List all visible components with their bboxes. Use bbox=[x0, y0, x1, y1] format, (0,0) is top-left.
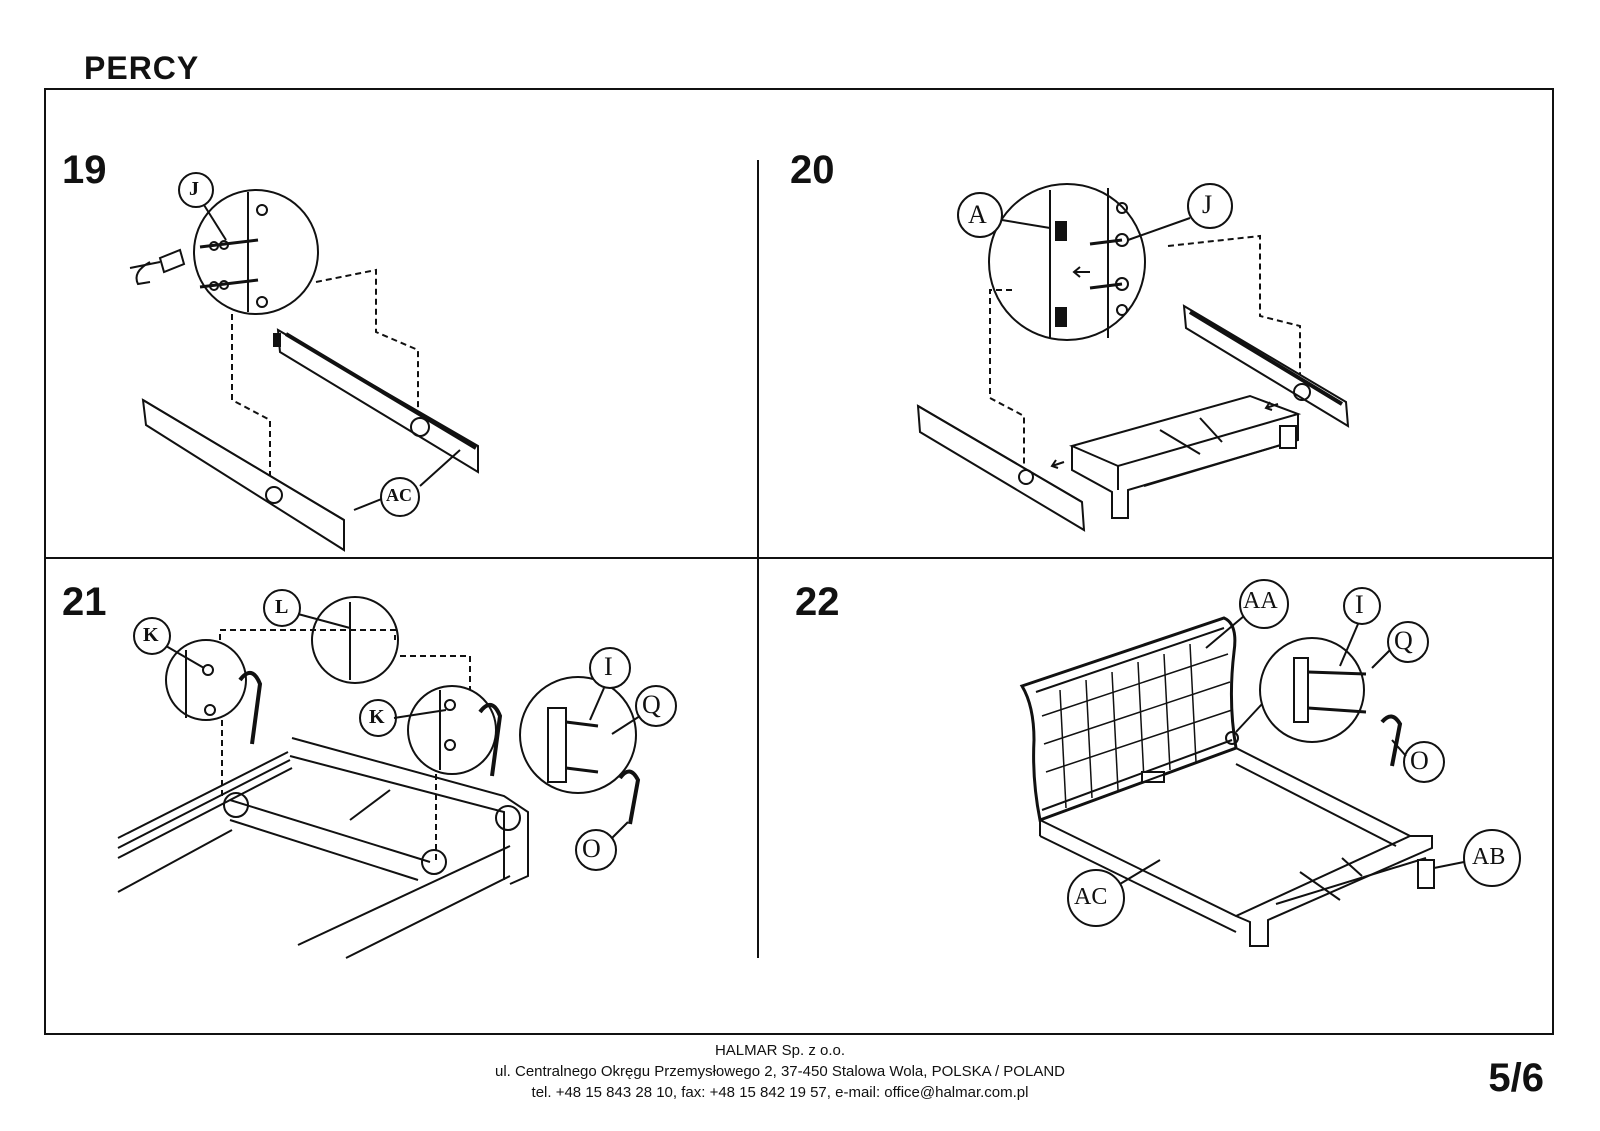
callout-label: AC bbox=[1074, 884, 1108, 910]
step-number-22: 22 bbox=[795, 580, 840, 624]
step-22-illustration bbox=[1019, 579, 1521, 947]
callout-label: O bbox=[582, 834, 601, 863]
document-title: PERCY bbox=[84, 50, 200, 86]
callout-label: AA bbox=[1243, 588, 1278, 614]
callout-label: O bbox=[1410, 746, 1429, 775]
hex-key-icon bbox=[1380, 714, 1403, 767]
panel-divider-horizontal bbox=[44, 557, 1554, 559]
callout-label: K bbox=[143, 624, 159, 646]
callout-label: A bbox=[968, 200, 987, 229]
step-number-20: 20 bbox=[790, 148, 835, 192]
detail-magnifier bbox=[1259, 637, 1365, 743]
step-number-21: 21 bbox=[62, 580, 107, 624]
hex-key-icon bbox=[618, 769, 641, 825]
detail-magnifier bbox=[165, 639, 247, 721]
panel-divider-vertical bbox=[757, 160, 759, 958]
step-number-19: 19 bbox=[62, 148, 107, 192]
step-20-illustration bbox=[916, 183, 1350, 532]
detail-magnifier bbox=[193, 189, 319, 315]
bolt-icon bbox=[199, 238, 259, 291]
callout-label: J bbox=[189, 178, 199, 200]
step-19-illustration bbox=[129, 172, 479, 552]
detail-magnifier bbox=[988, 183, 1146, 341]
page-number: 5/6 bbox=[1488, 1056, 1544, 1100]
hex-key-icon bbox=[238, 671, 263, 745]
footer-company: HALMAR Sp. z o.o. bbox=[714, 1042, 846, 1059]
callout-label: AC bbox=[386, 485, 412, 505]
detail-magnifier bbox=[407, 685, 497, 775]
callout-label: K bbox=[369, 706, 385, 728]
callout-label: Q bbox=[1394, 626, 1413, 655]
callout-label: AB bbox=[1472, 844, 1506, 870]
callout-label: J bbox=[1202, 190, 1213, 219]
footer-address: ul. Centralnego Okręgu Przemysłowego 2, … bbox=[494, 1063, 1065, 1080]
callout-label: I bbox=[604, 652, 613, 681]
company-footer: HALMAR Sp. z o.o. ul. Centralnego Okręgu… bbox=[420, 1040, 1140, 1103]
callout-label: L bbox=[275, 596, 289, 618]
footer-contact: tel. +48 15 843 28 10, fax: +48 15 842 1… bbox=[531, 1084, 1029, 1101]
instruction-frame bbox=[44, 88, 1554, 1035]
callout-label: Q bbox=[642, 690, 661, 719]
callout-label: I bbox=[1355, 590, 1364, 619]
detail-magnifier bbox=[519, 676, 637, 794]
step-21-illustration bbox=[117, 589, 677, 959]
hex-key-icon bbox=[478, 703, 503, 777]
arrow-left-icon bbox=[1072, 266, 1090, 278]
detail-magnifier bbox=[311, 596, 399, 684]
